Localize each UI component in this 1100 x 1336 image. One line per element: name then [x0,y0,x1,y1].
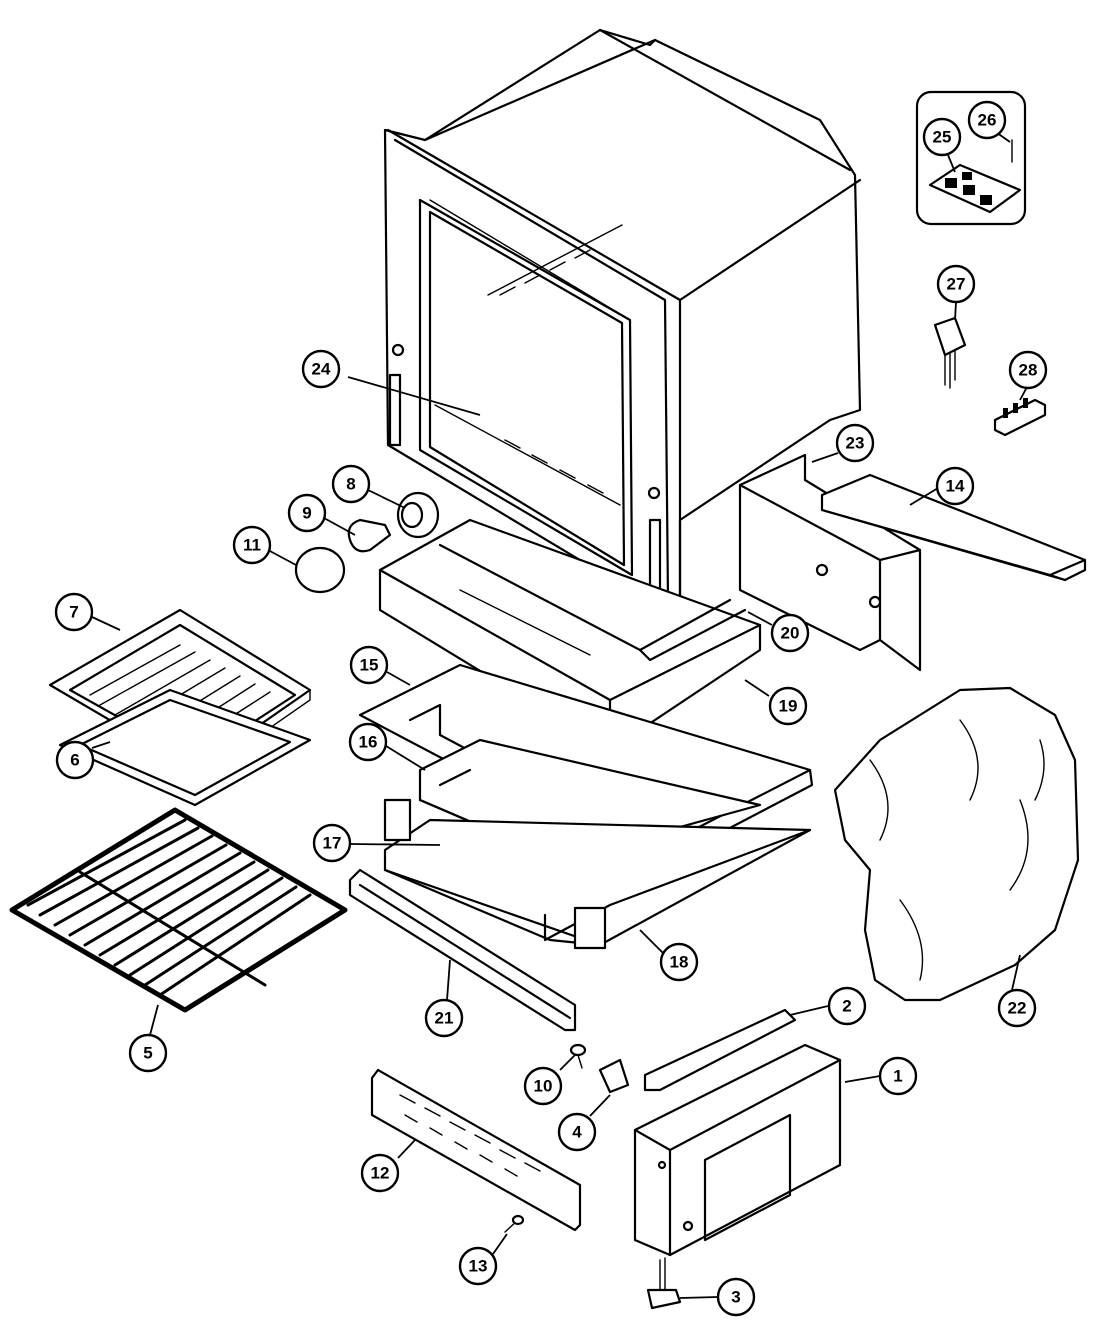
burner-assembly [383,798,812,950]
callout-11: 11 [232,525,272,565]
callout-16-label: 16 [359,733,378,752]
drawer-slide [643,1008,797,1092]
callout-15: 15 [349,645,389,685]
insulation-blanket [833,686,1080,1002]
callout-6: 6 [55,740,95,780]
callout-24-label: 24 [312,360,331,379]
callout-22: 22 [997,988,1037,1028]
leader-lines [91,127,1028,1299]
callout-3: 3 [716,1277,756,1317]
terminal-block [993,398,1047,437]
callout-16: 16 [348,722,388,762]
callout-2-label: 2 [842,997,851,1016]
callout-25-label: 25 [933,128,952,147]
callout-14-label: 14 [946,477,965,496]
screw-13 [504,1214,525,1233]
callout-13: 13 [458,1246,498,1286]
callout-10: 10 [523,1066,563,1106]
callout-3-label: 3 [731,1288,740,1307]
callout-26-label: 26 [978,111,997,130]
callout-5: 5 [128,1033,168,1073]
callout-28: 28 [1008,350,1048,390]
callout-23-label: 23 [846,434,865,453]
callout-21: 21 [424,998,464,1038]
callout-1: 1 [878,1056,918,1096]
callout-6-label: 6 [70,751,79,770]
callout-7-label: 7 [69,603,78,622]
broiler-pan [58,688,312,807]
callout-17: 17 [312,823,352,863]
callout-15-label: 15 [360,656,379,675]
callout-8-label: 8 [346,475,355,494]
mounting-bracket [820,473,1087,582]
callout-23: 23 [835,423,875,463]
callout-19-label: 19 [779,697,798,716]
callout-27-label: 27 [947,275,966,294]
callout-14: 14 [935,466,975,506]
callout-9-label: 9 [302,504,311,523]
switch-part [933,316,967,389]
callout-8: 8 [331,464,371,504]
drawer-frame [633,1043,842,1257]
screw-10 [569,1043,587,1069]
front-rail [348,868,577,1032]
callout-9: 9 [287,493,327,533]
callout-22-label: 22 [1008,999,1027,1018]
callout-20-label: 20 [781,624,800,643]
callout-12: 12 [360,1153,400,1193]
callout-7: 7 [54,592,94,632]
bottom-tray [378,518,762,752]
callout-10-label: 10 [534,1077,553,1096]
callout-24: 24 [301,349,341,389]
callout-27: 27 [936,264,976,304]
rear-bracket [370,1068,582,1232]
callout-18: 18 [659,942,699,982]
callout-2: 2 [827,986,867,1026]
callout-18-label: 18 [670,953,689,972]
clip [598,1058,630,1094]
callout-26: 26 [967,100,1007,140]
callout-4-label: 4 [572,1123,582,1142]
oven-cavity [383,28,862,607]
callout-12-label: 12 [371,1164,390,1183]
callout-21-label: 21 [435,1009,454,1028]
callout-20: 20 [770,613,810,653]
callout-5-label: 5 [143,1044,152,1063]
callout-4: 4 [557,1112,597,1152]
side-shield [738,453,922,672]
leveling-leg [646,1257,682,1310]
callout-13-label: 13 [469,1257,488,1276]
oven-rack [9,807,348,1013]
callout-19: 19 [768,686,808,726]
callout-1-label: 1 [893,1067,902,1086]
callout-17-label: 17 [323,834,342,853]
callout-25: 25 [922,117,962,157]
oven-light-assembly [294,491,440,594]
callout-28-label: 28 [1019,361,1038,380]
callout-11-label: 11 [243,536,261,555]
